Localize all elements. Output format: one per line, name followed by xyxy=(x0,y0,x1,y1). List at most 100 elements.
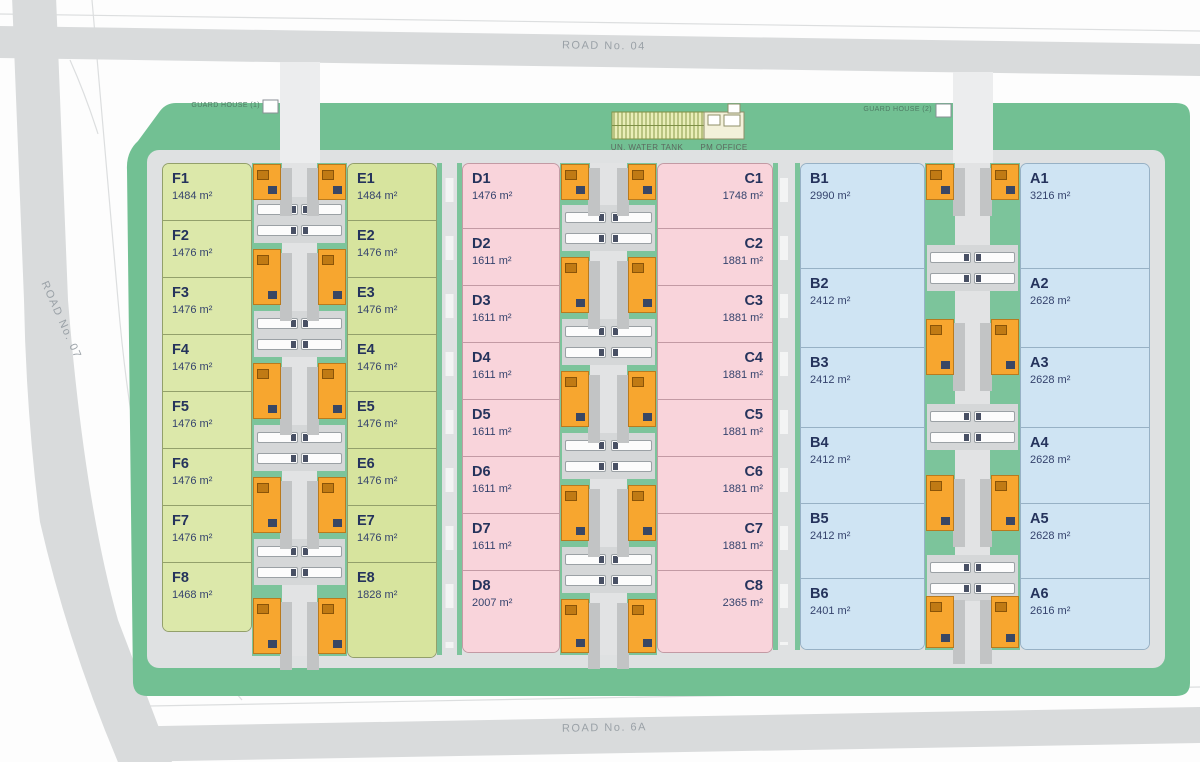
lot-area: 1476 m² xyxy=(172,246,213,259)
lot-id: E3 xyxy=(357,285,375,301)
truck-icon xyxy=(301,567,342,578)
lot-area: 2365 m² xyxy=(722,596,763,609)
lot-B5: B5 2412 m² xyxy=(801,504,924,579)
loading-dock xyxy=(628,257,656,313)
forklift-icon xyxy=(995,170,1007,180)
boundary-line xyxy=(69,59,99,135)
truck-icon xyxy=(565,233,606,244)
lot-id: F5 xyxy=(172,399,189,415)
forklift-icon xyxy=(632,263,644,273)
road-top xyxy=(0,26,1200,76)
lot-area: 1611 m² xyxy=(472,482,512,495)
loading-dock xyxy=(253,164,281,200)
road-bottom-label: ROAD No. 6A xyxy=(561,721,648,735)
pallet-icon xyxy=(576,413,585,421)
lot-id: B1 xyxy=(810,171,829,187)
truck-icon xyxy=(257,318,298,329)
forklift-icon xyxy=(257,369,269,379)
lot-id: E7 xyxy=(357,513,375,529)
truck-cab-icon xyxy=(291,206,296,213)
truck-icon xyxy=(611,575,652,586)
truck-cab-icon xyxy=(964,434,969,441)
pallet-icon xyxy=(1006,361,1015,369)
lot-area: 1611 m² xyxy=(472,254,512,267)
forklift-icon xyxy=(632,377,644,387)
lot-area: 1476 m² xyxy=(472,189,513,202)
forklift-icon xyxy=(257,483,269,493)
truck-icon xyxy=(930,273,971,284)
truck-icon xyxy=(565,554,606,565)
lot-area: 2412 m² xyxy=(810,373,851,386)
lot-id: D7 xyxy=(472,521,491,537)
loading-dock xyxy=(926,596,954,648)
lot-id: D2 xyxy=(472,236,491,252)
dock-apron-dark xyxy=(280,253,292,321)
truck-icon xyxy=(565,347,606,358)
lot-id: E1 xyxy=(357,171,375,187)
loading-dock xyxy=(318,477,346,533)
truck-icon xyxy=(301,225,342,236)
truck-cab-icon xyxy=(303,341,308,348)
lot-id: C2 xyxy=(744,236,763,252)
lot-id: B4 xyxy=(810,435,829,451)
lot-id: A6 xyxy=(1030,586,1049,602)
truck-cab-icon xyxy=(303,548,308,555)
pallet-icon xyxy=(268,291,277,299)
lot-area: 2628 m² xyxy=(1030,373,1071,386)
lot-id: B5 xyxy=(810,511,829,527)
forklift-icon xyxy=(930,602,942,612)
dock-apron-dark xyxy=(953,600,965,664)
forklift-icon xyxy=(565,491,577,501)
pallet-icon xyxy=(576,527,585,535)
lot-area: 2401 m² xyxy=(810,604,851,617)
truck-icon xyxy=(611,440,652,451)
loading-dock xyxy=(561,257,589,313)
lot-id: C3 xyxy=(744,293,763,309)
loading-dock xyxy=(561,164,589,200)
lot-id: A2 xyxy=(1030,276,1049,292)
lot-area: 2412 m² xyxy=(810,529,851,542)
pallet-icon xyxy=(333,291,342,299)
lot-area: 1468 m² xyxy=(172,588,213,601)
truck-icon xyxy=(257,339,298,350)
road-left xyxy=(12,0,172,762)
truck-icon xyxy=(611,212,652,223)
forklift-icon xyxy=(565,263,577,273)
dock-apron-dark xyxy=(307,481,319,549)
truck-icon xyxy=(257,432,298,443)
forklift-icon xyxy=(565,377,577,387)
truck-cab-icon xyxy=(613,442,618,449)
lot-area: 1881 m² xyxy=(722,539,763,552)
pallet-icon xyxy=(1006,517,1015,525)
lot-id: C6 xyxy=(744,464,763,480)
forklift-icon xyxy=(322,170,334,180)
loading-dock xyxy=(253,598,281,654)
truck-cab-icon xyxy=(291,434,296,441)
dock-apron-dark xyxy=(307,168,319,216)
pallet-icon xyxy=(333,186,342,194)
loading-dock xyxy=(253,363,281,419)
guard-house-2 xyxy=(935,103,952,118)
lot-area: 1476 m² xyxy=(172,360,213,373)
truck-cab-icon xyxy=(599,556,604,563)
truck-icon xyxy=(565,575,606,586)
dock-apron-dark xyxy=(953,323,965,391)
